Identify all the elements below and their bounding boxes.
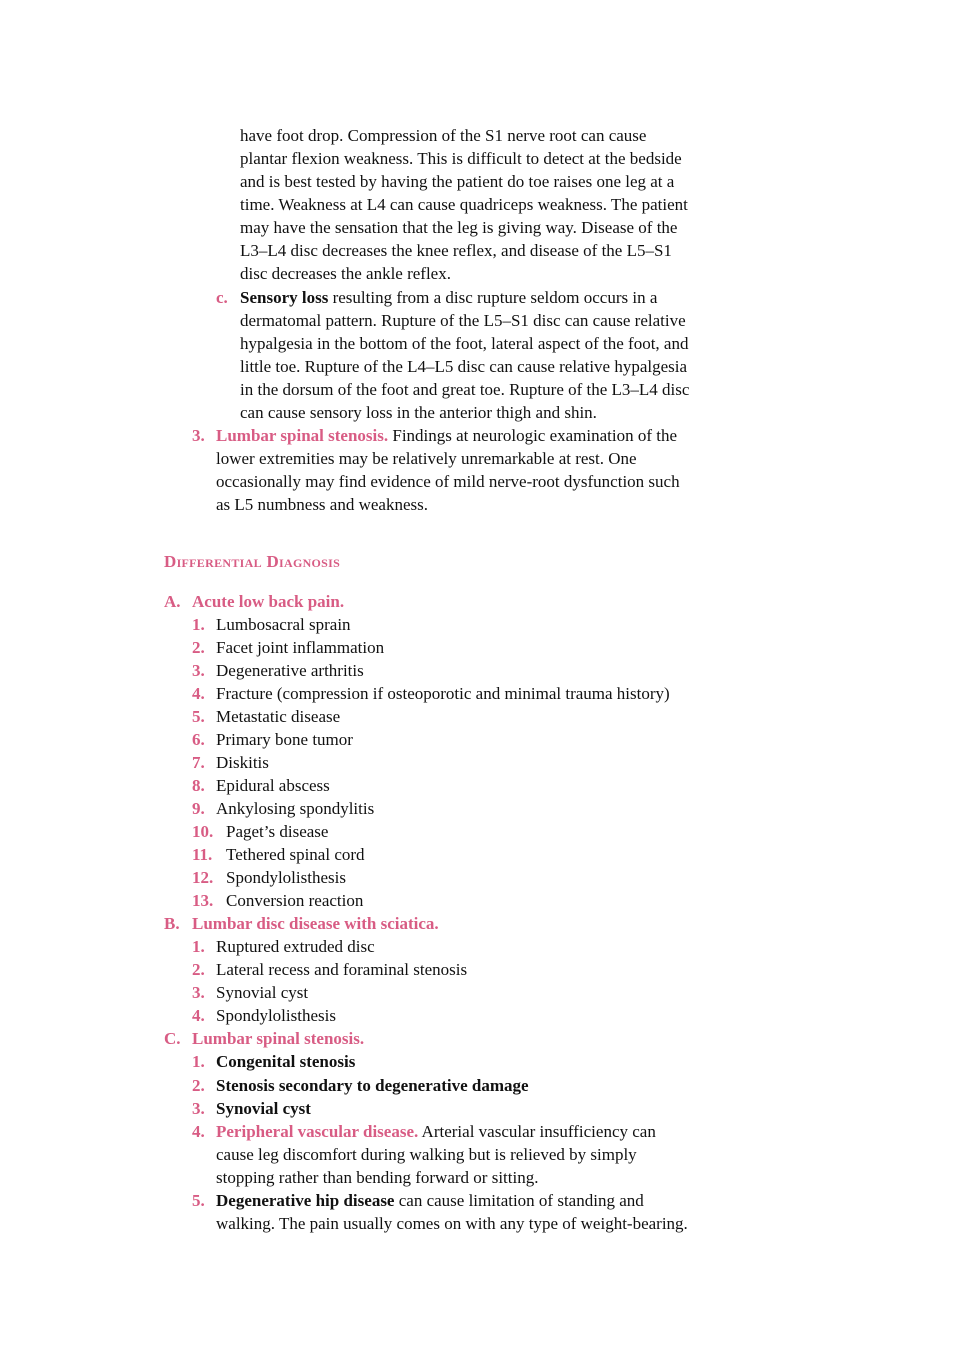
list-item: Fracture (compression if osteoporotic an… bbox=[216, 684, 670, 703]
section-title: Acute low back pain. bbox=[192, 592, 345, 611]
list-item: Lateral recess and foraminal stenosis bbox=[216, 960, 468, 979]
body-text-line: and is best tested by having the patient… bbox=[240, 172, 675, 191]
list-item: Facet joint inflammation bbox=[216, 638, 385, 657]
body-text-line: walking. The pain usually comes on with … bbox=[216, 1214, 688, 1233]
list-marker: 5. bbox=[192, 1191, 205, 1210]
list-marker: 2. bbox=[192, 960, 205, 979]
section-marker: B. bbox=[164, 914, 180, 933]
body-text-line: plantar flexion weakness. This is diffic… bbox=[240, 149, 682, 168]
list-item-text: Degenerative hip disease can cause limit… bbox=[216, 1191, 644, 1211]
list-item: Metastatic disease bbox=[216, 707, 341, 726]
list-marker: 4. bbox=[192, 1006, 205, 1025]
inline-text: Arterial vascular insufficiency can bbox=[418, 1122, 656, 1141]
list-item: Degenerative arthritis bbox=[216, 661, 364, 680]
list-item: Ankylosing spondylitis bbox=[216, 799, 375, 818]
inline-text: resulting from a disc rupture seldom occ… bbox=[328, 288, 658, 307]
list-marker: 4. bbox=[192, 1122, 205, 1141]
item-title: Peripheral vascular disease. bbox=[216, 1122, 419, 1141]
list-item-text: Lumbar spinal stenosis. Findings at neur… bbox=[216, 426, 677, 446]
section-heading: Differential Diagnosis bbox=[164, 552, 341, 571]
list-item: Diskitis bbox=[216, 753, 269, 772]
body-text-line: have foot drop. Compression of the S1 ne… bbox=[240, 126, 647, 145]
list-item: Spondylolisthesis bbox=[216, 1006, 336, 1025]
list-marker: 2. bbox=[192, 1076, 205, 1095]
list-marker: 3. bbox=[192, 983, 205, 1002]
list-item: Conversion reaction bbox=[226, 891, 364, 910]
body-text-line: time. Weakness at L4 can cause quadricep… bbox=[240, 195, 688, 214]
list-marker: 11. bbox=[192, 845, 213, 864]
list-marker: 12. bbox=[192, 868, 214, 887]
list-marker: 1. bbox=[192, 937, 205, 956]
list-marker: 13. bbox=[192, 891, 214, 910]
section-marker: C. bbox=[164, 1029, 181, 1048]
list-item: Paget’s disease bbox=[226, 822, 329, 841]
section-marker: A. bbox=[164, 592, 181, 611]
inline-text: can cause limitation of standing and bbox=[394, 1191, 644, 1210]
list-item: Spondylolisthesis bbox=[226, 868, 346, 887]
list-marker: 6. bbox=[192, 730, 205, 749]
body-text-line: may have the sensation that the leg is g… bbox=[240, 218, 678, 237]
body-text-line: cause leg discomfort during walking but … bbox=[216, 1145, 637, 1164]
body-text-line: lower extremities may be relatively unre… bbox=[216, 449, 637, 468]
list-item: Lumbosacral sprain bbox=[216, 615, 351, 634]
list-marker: 1. bbox=[192, 1052, 205, 1071]
list-marker: 4. bbox=[192, 684, 205, 703]
list-item: Congenital stenosis bbox=[216, 1052, 356, 1071]
body-text-line: little toe. Rupture of the L4–L5 disc ca… bbox=[240, 357, 688, 376]
list-item: Tethered spinal cord bbox=[226, 845, 365, 864]
list-marker: 5. bbox=[192, 707, 205, 726]
body-text-line: dermatomal pattern. Rupture of the L5–S1… bbox=[240, 311, 686, 330]
body-text-line: hypalgesia in the bottom of the foot, la… bbox=[240, 334, 689, 353]
list-marker: 3. bbox=[192, 1099, 205, 1118]
list-item: Ruptured extruded disc bbox=[216, 937, 375, 956]
body-text-line: in the dorsum of the foot and great toe.… bbox=[240, 380, 690, 399]
list-marker: 8. bbox=[192, 776, 205, 795]
list-item: Synovial cyst bbox=[216, 1099, 311, 1118]
bold-term: Sensory loss bbox=[240, 288, 329, 307]
list-item-text: Peripheral vascular disease. Arterial va… bbox=[216, 1122, 656, 1142]
list-item: Synovial cyst bbox=[216, 983, 309, 1002]
list-marker: 7. bbox=[192, 753, 205, 772]
list-item: Epidural abscess bbox=[216, 776, 330, 795]
inline-text: Findings at neurologic examination of th… bbox=[388, 426, 678, 445]
list-marker: 1. bbox=[192, 615, 205, 634]
item-title: Lumbar spinal stenosis. bbox=[216, 426, 389, 445]
body-text-line: L3–L4 disc decreases the knee reflex, an… bbox=[240, 241, 672, 260]
list-item: Primary bone tumor bbox=[216, 730, 353, 749]
section-title: Lumbar spinal stenosis. bbox=[192, 1029, 365, 1048]
body-text-line: occasionally may find evidence of mild n… bbox=[216, 472, 680, 491]
section-title: Lumbar disc disease with sciatica. bbox=[192, 914, 439, 933]
list-marker: 3. bbox=[192, 661, 205, 680]
list-item: Stenosis secondary to degenerative damag… bbox=[216, 1076, 529, 1095]
body-text-line: stopping rather than bending forward or … bbox=[216, 1168, 539, 1187]
body-text-line: disc decreases the ankle reflex. bbox=[240, 264, 451, 283]
bold-term: Degenerative hip disease bbox=[216, 1191, 395, 1210]
list-marker: 10. bbox=[192, 822, 214, 841]
body-text-line: as L5 numbness and weakness. bbox=[216, 495, 428, 514]
list-marker: 9. bbox=[192, 799, 205, 818]
body-text-line: can cause sensory loss in the anterior t… bbox=[240, 403, 597, 422]
list-marker: 2. bbox=[192, 638, 205, 657]
list-marker: 3. bbox=[192, 426, 205, 445]
list-item-text: Sensory loss resulting from a disc ruptu… bbox=[240, 288, 657, 308]
list-marker: c. bbox=[216, 288, 228, 307]
